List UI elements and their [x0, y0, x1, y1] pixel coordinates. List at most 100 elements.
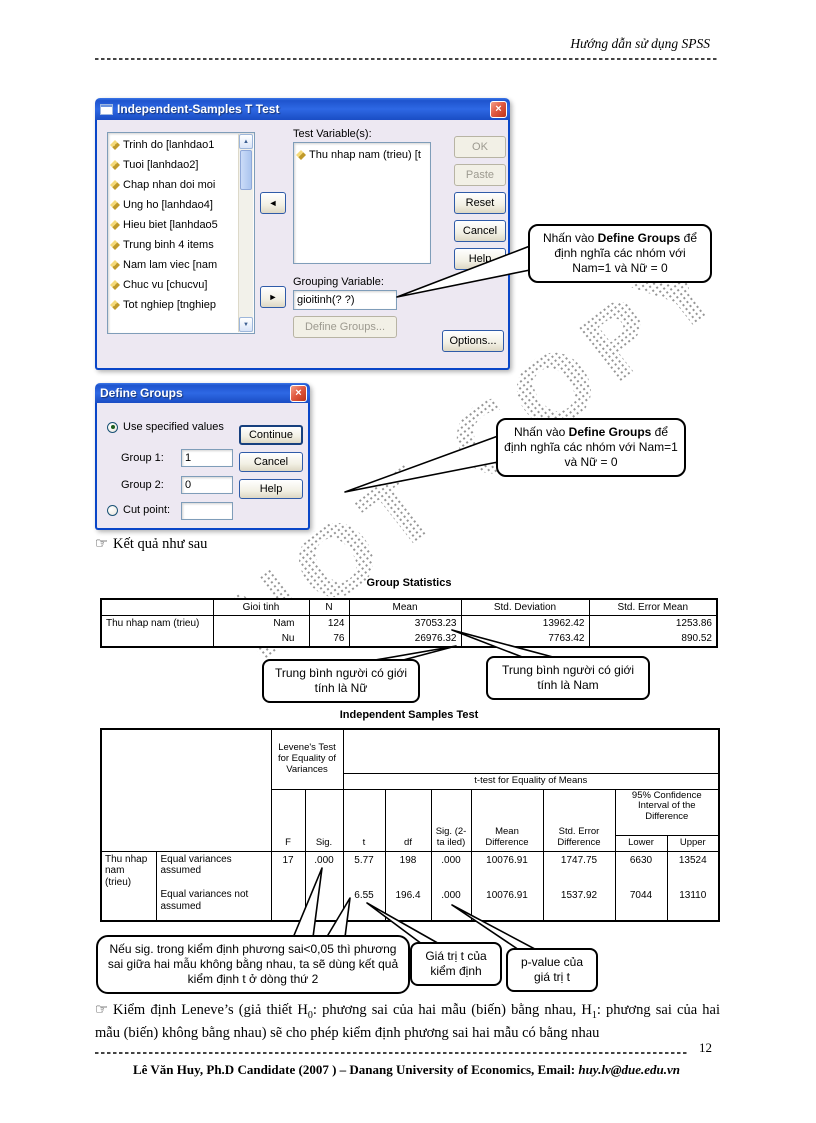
ttest-dialog-titlebar[interactable]: Independent-Samples T Test ×	[95, 98, 510, 120]
variable-item[interactable]: Trung binh 4 items	[110, 235, 237, 255]
help-button[interactable]: Help	[454, 248, 506, 270]
variable-icon	[110, 220, 120, 230]
variable-label: Chuc vu [chucvu]	[123, 279, 208, 291]
header-cell: Sig.	[304, 788, 344, 852]
cell: 17	[270, 850, 306, 887]
scroll-up-icon[interactable]: ▲	[239, 134, 253, 149]
move-test-variable-button[interactable]: ◄	[260, 192, 286, 214]
levene-note-callout: Nếu sig. trong kiểm định phương sai<0,05…	[96, 935, 410, 994]
arrow-left-icon: ◄	[268, 198, 278, 208]
test-variables-list[interactable]: Thu nhap nam (trieu) [t	[293, 142, 431, 264]
cell: 198	[384, 850, 432, 887]
variable-icon	[110, 200, 120, 210]
cell: Thu nhap nam (trieu)	[100, 850, 157, 921]
cell: Equal variances not assumed	[155, 887, 272, 922]
header-cell: Gioi tinh	[212, 598, 310, 616]
variable-item[interactable]: Tuoi [lanhdao2]	[110, 155, 237, 175]
variable-label: Tot nghiep [tnghiep	[123, 299, 216, 311]
variable-icon	[110, 240, 120, 250]
variable-label: Trinh do [lanhdao1	[123, 139, 215, 151]
header-divider	[95, 58, 718, 60]
variable-item[interactable]: Ung ho [lanhdao4]	[110, 195, 237, 215]
cell: 26976.32	[348, 631, 462, 648]
ok-button[interactable]: OK	[454, 136, 506, 158]
close-icon[interactable]: ×	[290, 384, 307, 402]
close-icon[interactable]: ×	[490, 100, 507, 118]
table-header-row: F Sig. t df Sig. (2-ta iled) Mean Differ…	[101, 788, 720, 852]
cut-point-input[interactable]	[181, 502, 233, 520]
footer-email[interactable]: huy.lv@due.edu.vn	[578, 1062, 681, 1077]
callout-text: để định nghĩa các nhóm với Nam=1 và Nữ =…	[554, 231, 698, 275]
grouping-variable-input[interactable]	[293, 290, 397, 310]
cell: 13962.42	[460, 614, 590, 631]
cell: 7044	[614, 887, 668, 922]
variable-item[interactable]: Tot nghiep [tnghiep	[110, 295, 237, 315]
continue-button[interactable]: Continue	[239, 425, 303, 445]
reset-button[interactable]: Reset	[454, 192, 506, 214]
independent-samples-test-title: Independent Samples Test	[339, 709, 479, 721]
result-text: Kết quả như sau	[113, 536, 208, 552]
variable-item[interactable]: Chuc vu [chucvu]	[110, 275, 237, 295]
variable-label: Ung ho [lanhdao4]	[123, 199, 213, 211]
move-grouping-variable-button[interactable]: ►	[260, 286, 286, 308]
cell: 196.4	[384, 887, 432, 922]
scroll-down-icon[interactable]: ▼	[239, 317, 253, 332]
variable-label: Chap nhan doi moi	[123, 179, 216, 191]
header-cell: Sig. (2-ta iled)	[430, 788, 472, 852]
cell: Nu	[212, 631, 310, 648]
variable-item[interactable]: Nam lam viec [nam	[110, 255, 237, 275]
cancel-button[interactable]: Cancel	[239, 452, 303, 472]
variable-label: Trung binh 4 items	[123, 239, 214, 251]
define-groups-callout-bottom: Nhấn vào Define Groups để định nghĩa các…	[496, 418, 686, 477]
group2-input[interactable]	[181, 476, 233, 494]
footer-text: Lê Văn Huy, Ph.D Candidate (2007 ) – Dan…	[132, 1062, 579, 1077]
test-variable-item[interactable]: Thu nhap nam (trieu) [t	[296, 145, 428, 165]
variable-icon	[110, 140, 120, 150]
cell: 10076.91	[470, 887, 544, 922]
cell: .000	[304, 850, 344, 887]
radio-label: Use specified values	[123, 421, 224, 433]
mean-nu-callout: Trung bình người có giới tính là Nữ	[262, 659, 420, 703]
header-cell: 95% Confidence Interval of the Differenc…	[614, 788, 720, 836]
radio-icon	[107, 504, 118, 516]
options-button[interactable]: Options...	[442, 330, 504, 352]
cell: 5.77	[342, 850, 386, 887]
variable-item[interactable]: Hieu biet [lanhdao5	[110, 215, 237, 235]
variable-item[interactable]: Chap nhan doi moi	[110, 175, 237, 195]
variable-item[interactable]: Trinh do [lanhdao1	[110, 135, 237, 155]
closing-paragraph: ☞Kiểm định Leneve’s (giả thiết H0: phươn…	[95, 1000, 720, 1044]
variable-icon	[110, 280, 120, 290]
cell: 13524	[666, 850, 720, 887]
result-line: ☞ Kết quả như sau	[95, 536, 207, 553]
cell	[100, 631, 214, 648]
group1-input[interactable]	[181, 449, 233, 467]
footer: Lê Văn Huy, Ph.D Candidate (2007 ) – Dan…	[95, 1062, 718, 1078]
header-cell: t	[342, 788, 386, 852]
cell: Nam	[212, 614, 310, 631]
independent-samples-test-table: Levene's Test for Equality of Variances …	[100, 728, 721, 922]
callout-text: Nhấn vào	[513, 425, 569, 439]
cell: Thu nhap nam (trieu)	[100, 614, 214, 631]
pointer-hand-icon: ☞	[95, 536, 108, 552]
header-title: Hướng dẫn sử dụng SPSS	[570, 36, 710, 51]
variable-icon	[110, 160, 120, 170]
grouping-variable-label: Grouping Variable:	[293, 276, 384, 288]
paste-button[interactable]: Paste	[454, 164, 506, 186]
variable-list-scrollbar[interactable]: ▲ ▼	[238, 134, 253, 332]
use-specified-values-radio[interactable]: Use specified values	[107, 421, 224, 433]
header-cell: N	[308, 598, 350, 616]
p-value-callout: p-value của giá trị t	[506, 948, 598, 992]
cut-point-radio[interactable]: Cut point:	[107, 504, 170, 516]
cancel-button[interactable]: Cancel	[454, 220, 506, 242]
cell: 10076.91	[470, 850, 544, 887]
define-groups-button[interactable]: Define Groups...	[293, 316, 397, 338]
scroll-thumb[interactable]	[240, 150, 252, 190]
help-button[interactable]: Help	[239, 479, 303, 499]
page-number: 12	[699, 1040, 712, 1055]
callout-bold-text: Define Groups	[597, 231, 681, 245]
variable-list[interactable]: Trinh do [lanhdao1 Tuoi [lanhdao2] Chap …	[107, 132, 255, 334]
variable-label: Hieu biet [lanhdao5	[123, 219, 218, 231]
define-groups-titlebar[interactable]: Define Groups ×	[95, 383, 310, 403]
cell: 6630	[614, 850, 668, 887]
header-cell: F	[270, 788, 306, 852]
